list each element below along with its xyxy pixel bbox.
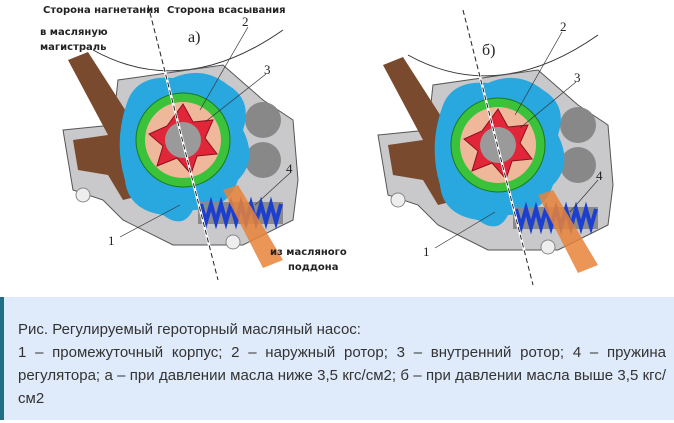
panel-a-num-1: 1: [108, 233, 115, 248]
from-sump-label: из масляного: [270, 247, 347, 258]
panel-a-num-2: 2: [242, 14, 249, 29]
panel-b-num-2: 2: [560, 19, 567, 34]
caption-title: Рис. Регулируемый героторный масляный на…: [18, 321, 361, 338]
panel-a-letter: а): [188, 29, 200, 46]
caption-body: 1 – промежуточный корпус; 2 – наружный р…: [18, 344, 666, 407]
figure-caption: Рис. Регулируемый героторный масляный на…: [0, 297, 674, 420]
to-main-label: в масляную: [40, 27, 108, 38]
panel-b-letter: б): [482, 42, 495, 59]
panel-b-num-4: 4: [596, 168, 603, 183]
panel-a-num-4: 4: [286, 161, 293, 176]
gerotor-pump-figure: Сторона нагнетания Сторона всасывания в …: [40, 3, 615, 287]
discharge-side-label: Сторона нагнетания: [43, 5, 160, 16]
suction-side-label: Сторона всасывания: [167, 5, 286, 16]
panel-b-num-1: 1: [423, 244, 430, 259]
panel-b-diagram: б) 2 3 4 1: [376, 8, 615, 287]
from-sump-label-2: поддона: [288, 262, 338, 273]
to-main-label-2: магистраль: [40, 42, 106, 53]
panel-a-num-3: 3: [264, 62, 271, 77]
panel-a-diagram: Сторона нагнетания Сторона всасывания в …: [40, 3, 347, 282]
panel-b-num-3: 3: [574, 70, 581, 85]
